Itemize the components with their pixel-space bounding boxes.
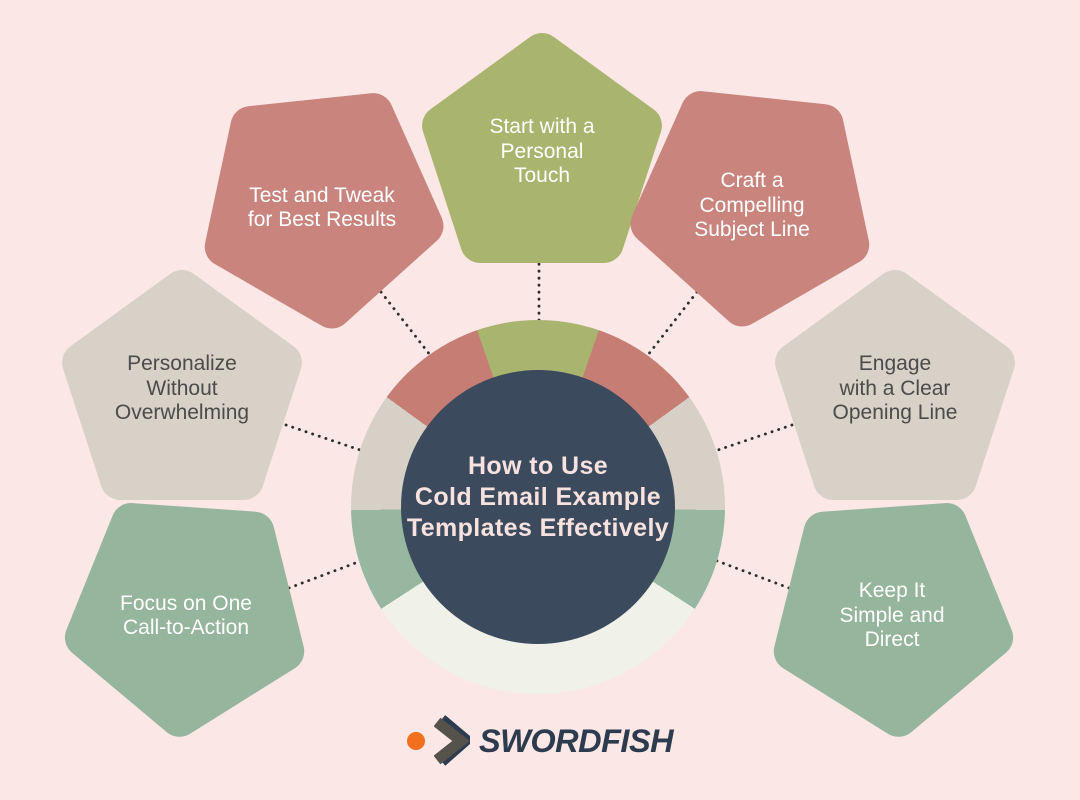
- connector-right: [710, 423, 794, 454]
- node-label: Personalize Without Overwhelming: [114, 352, 250, 425]
- connector-upper-left: [379, 290, 436, 362]
- node-label: Engage with a Clear Opening Line: [832, 352, 958, 425]
- pentagon-shape: [775, 270, 1015, 500]
- node-label: Start with a Personal Touch: [489, 115, 595, 188]
- title-line: Cold Email Example: [414, 482, 662, 511]
- logo-chevron-icon: [434, 715, 470, 766]
- node-personalize-without-overwhelming: Personalize Without Overwhelming: [62, 267, 302, 500]
- node-start-with-a-personal-touch: Start with a Personal Touch: [422, 30, 662, 263]
- title-line: How to Use: [467, 451, 609, 480]
- swordfish-logo: SWORDFISH: [407, 712, 674, 770]
- category-ring: How to Use Cold Email Example Templates …: [351, 320, 725, 694]
- pentagon-shape: [630, 91, 870, 327]
- node-engage-with-a-clear-opening-line: Engage with a Clear Opening Line: [775, 267, 1015, 500]
- connector-lower-right: [710, 557, 791, 590]
- page-title: How to Use Cold Email Example Templates …: [407, 451, 669, 544]
- node-label: Keep It Simple and Direct: [839, 579, 945, 652]
- logo-dot-icon: [407, 732, 425, 750]
- node-test-and-tweak-for-best-results: Test and Tweak for Best Results: [202, 93, 444, 332]
- connector-left: [284, 423, 368, 454]
- pentagon-shape: [62, 270, 302, 500]
- node-label: Test and Tweak for Best Results: [247, 183, 397, 232]
- pentagon-shape: [422, 33, 662, 263]
- node-label: Craft a Compelling Subject Line: [694, 169, 810, 242]
- node-keep-it-simple-and-direct: Keep It Simple and Direct: [772, 503, 1014, 740]
- connector-lower-left: [287, 557, 368, 590]
- connector-upper-right: [642, 290, 699, 362]
- node-label: Focus on One Call-to-Action: [120, 591, 252, 640]
- logo-wordmark: SWORDFISH: [479, 722, 674, 759]
- center-circle: How to Use Cold Email Example Templates …: [401, 370, 675, 644]
- pentagon-shape: [773, 503, 1014, 737]
- node-craft-a-compelling-subject-line: Craft a Compelling Subject Line: [630, 91, 872, 330]
- node-focus-on-one-call-to-action: Focus on One Call-to-Action: [64, 503, 306, 740]
- pentagon-shape: [64, 503, 305, 737]
- pentagon-shape: [204, 93, 444, 329]
- title-line: Templates Effectively: [406, 513, 670, 542]
